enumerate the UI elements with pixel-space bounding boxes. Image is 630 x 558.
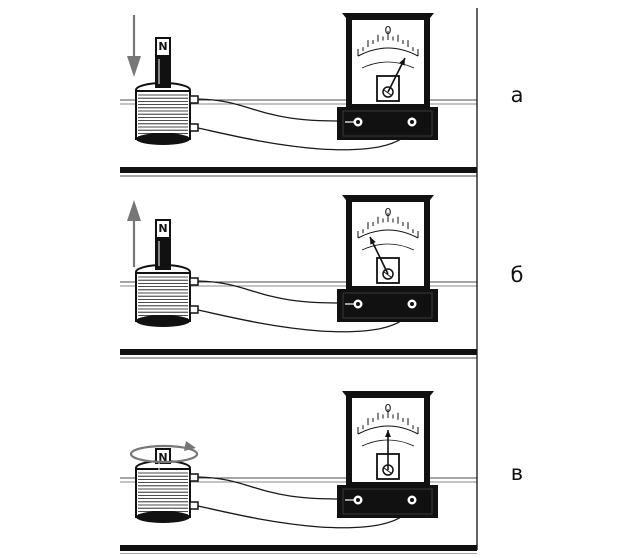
galvanometer: 0 (337, 13, 438, 140)
coil-terminal-bottom (189, 123, 199, 132)
panel-b: N0 (120, 195, 477, 359)
binding-post-left-center (356, 498, 360, 502)
needle-tip (399, 58, 405, 66)
coil-bottom-rim (136, 315, 190, 327)
panel-label-v: в (510, 461, 524, 485)
wire-bottom (197, 503, 413, 529)
coil-bottom-rim (136, 511, 190, 523)
rotation-ring (129, 444, 199, 464)
magnet: N (155, 37, 171, 88)
galvanometer-base-front (342, 110, 433, 137)
table-base-bar (120, 349, 477, 355)
dial-inner-arc (361, 243, 415, 251)
magnet-pole-face (157, 39, 169, 55)
magnet-pole-label: N (158, 451, 167, 464)
wire-top (197, 476, 346, 500)
arrow-head (127, 200, 141, 221)
magnet-pole-label: N (158, 222, 167, 235)
coil-terminal-bottom (189, 305, 199, 314)
arrow-down-icon (127, 15, 141, 77)
table-base-bar (120, 545, 477, 551)
panel-label-b: б (510, 263, 524, 287)
wire-top (197, 98, 346, 122)
wire-bottom (197, 125, 413, 151)
coil (135, 460, 199, 523)
rotation-arrow-icon (129, 441, 199, 464)
binding-post-left-center (356, 120, 360, 124)
arrow-up-icon (127, 200, 141, 267)
pivot-screw-slot (383, 89, 392, 96)
galvanometer: 0 (337, 195, 438, 322)
dial-scale-arc (357, 229, 419, 239)
coil-terminal-top (189, 473, 199, 482)
arrow-head (127, 56, 141, 77)
coil-terminal-top (189, 277, 199, 286)
panel-a: N0 (120, 13, 477, 177)
table-base-bar (120, 167, 477, 173)
magnet: N (155, 219, 171, 270)
needle-tip (385, 430, 391, 437)
magnet: N (155, 448, 171, 470)
pivot-screw-slot (383, 467, 392, 474)
dial-inner-arc (361, 61, 415, 69)
dial-zero-label: 0 (385, 402, 392, 415)
wire-top (197, 280, 346, 304)
magnet-pole-label: N (158, 40, 167, 53)
coil (135, 264, 199, 327)
wire-bottom (197, 307, 413, 333)
rotation-arrow-head (184, 441, 196, 451)
dial-scale-arc (357, 425, 419, 435)
coil (135, 82, 199, 145)
coil-bottom-rim (136, 133, 190, 145)
needle-tip (370, 237, 376, 245)
panel-label-a: а (510, 83, 524, 107)
panel-v: N0 (120, 391, 477, 555)
binding-post-left-center (356, 302, 360, 306)
magnet-pole-face (157, 450, 169, 462)
dial-scale-arc (357, 47, 419, 57)
binding-post-right-center (410, 120, 414, 124)
binding-post-right-center (410, 498, 414, 502)
dial-zero-label: 0 (385, 24, 392, 37)
pivot-screw-slot (383, 271, 392, 278)
coil-terminal-top (189, 95, 199, 104)
coil-body (135, 272, 191, 322)
binding-post-right-center (410, 302, 414, 306)
dial-zero-label: 0 (385, 206, 392, 219)
magnet-pole-face (157, 221, 169, 237)
coil-terminal-bottom (189, 501, 199, 510)
galvanometer: 0 (337, 391, 438, 518)
